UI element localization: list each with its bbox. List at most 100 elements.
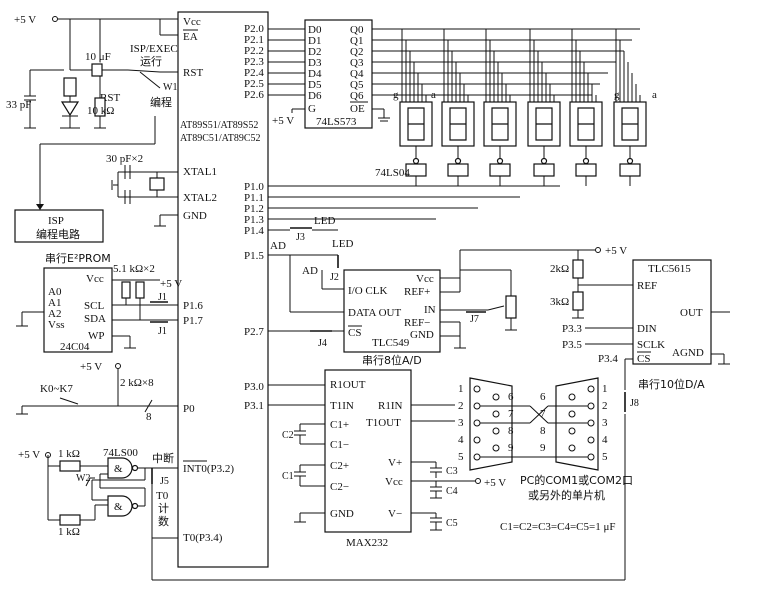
latch-q5: Q5	[350, 79, 364, 91]
int-gate-label: 74LS00	[103, 447, 138, 459]
mcu-int0: INT0(P3.2)	[183, 463, 234, 475]
int-j5: J5	[160, 476, 169, 487]
latch-d0: D0	[308, 24, 322, 36]
dac-title: 串行10位D/A	[638, 377, 705, 391]
dac-din: DIN	[637, 323, 657, 335]
rst-res-label: 10 kΩ	[87, 105, 114, 117]
max-c5-label: C5	[446, 518, 458, 529]
mcu-p30: P3.0	[244, 381, 264, 393]
int-res1: 1 kΩ	[58, 448, 80, 460]
keys-bus-width: 8	[146, 411, 152, 423]
int-supply: +5 V	[18, 449, 40, 461]
max-r1out: R1OUT	[330, 379, 366, 391]
adc-ad1: AD	[270, 240, 286, 252]
db9-note1: PC的COM1或COM2口	[520, 473, 633, 487]
dac-r3: 3kΩ	[550, 296, 569, 308]
adc-in: IN	[424, 304, 436, 316]
seven-segment-displays	[399, 29, 647, 186]
max-c1-label: C1	[282, 471, 294, 482]
run-label: 运行	[140, 55, 162, 68]
adc-data-out: DATA OUT	[348, 307, 401, 319]
max-vm: V−	[388, 508, 402, 520]
svg-text:8: 8	[540, 425, 546, 437]
cap33-label: 33 pF	[6, 99, 31, 111]
dac-sclk: SCLK	[637, 339, 665, 351]
reset-circuit: +5 V 10 μF ISP/EXEC 运行 W1 编程 RST 10 kΩ	[6, 14, 178, 129]
latch-g: G	[308, 103, 316, 115]
dac-p34: P3.4	[598, 353, 618, 365]
max-c2m: C2−	[330, 481, 349, 493]
mcu-p21: P2.1	[244, 34, 264, 46]
latch-d4: D4	[308, 68, 322, 80]
eeprom-a2: A2	[48, 308, 61, 320]
inverter-gate	[447, 163, 469, 177]
adc-vcc: Vcc	[416, 273, 434, 285]
mcu-p13: P1.3	[244, 214, 264, 226]
eeprom-a1: A1	[48, 297, 61, 309]
db9-notes: PC的COM1或COM2口 或另外的单片机 C1=C2=C3=C4=C5=1 μ…	[500, 473, 633, 533]
latch-d2: D2	[308, 46, 321, 58]
adc-j4: J4	[318, 338, 327, 349]
t0-label-a: T0	[156, 490, 169, 502]
adc-ref-minus: REF−	[404, 317, 430, 329]
eeprom-wp: WP	[88, 330, 105, 342]
mcu-p11: P1.1	[244, 192, 264, 204]
eeprom-24c04: 串行E²PROM Vcc A0 A1 A2 Vss SCL SDA WP 24C…	[16, 252, 182, 353]
main-supply-label: +5 V	[14, 14, 36, 26]
mcu-rst-label: RST	[183, 67, 203, 79]
max-supply: +5 V	[484, 477, 506, 489]
latch-oe: OE	[350, 103, 365, 115]
interrupt-circuit: +5 V 1 kΩ 1 kΩ 74LS00 & & W2 中断 J	[18, 414, 626, 581]
key-input: +5 V 2 kΩ×8 K0~K7 8	[16, 361, 178, 423]
svg-text:1: 1	[458, 383, 464, 395]
eeprom-title: 串行E²PROM	[45, 252, 111, 265]
svg-text:4: 4	[458, 434, 464, 446]
max-vp: V+	[388, 457, 402, 469]
adc-j7: J7	[470, 314, 479, 325]
adc-gnd: GND	[410, 329, 434, 341]
latch-d1: D1	[308, 35, 321, 47]
caps-note: C1=C2=C3=C4=C5=1 μF	[500, 521, 615, 533]
dac-p35: P3.5	[562, 339, 582, 351]
inverter-gate	[489, 163, 511, 177]
mcu-p24: P2.4	[244, 67, 264, 79]
inverter-label: 74LS04	[375, 167, 410, 179]
prog-label: 编程	[150, 95, 172, 109]
max-c3-label: C3	[446, 466, 458, 477]
svg-text:3: 3	[458, 417, 464, 429]
dac-tlc5615: +5 V 2kΩ 3kΩ TLC5615 REF OUT DIN SCLK CS…	[550, 245, 730, 412]
svg-text:6: 6	[508, 391, 514, 403]
db9-crossover-wires	[480, 405, 588, 458]
w1-label: W1	[163, 82, 177, 93]
isp-programming-circuit: ISP 编程电路	[14, 116, 156, 243]
latch-name: 74LS573	[316, 116, 357, 128]
adc-tlc549: AD LED LED J3 J2 AD Vcc REF+ I/O CLK IN …	[268, 215, 578, 367]
eeprom-name: 24C04	[60, 341, 90, 353]
crystal-circuit: 30 pF×2	[106, 153, 178, 227]
mcu-p17: P1.7	[183, 315, 203, 327]
mcu-p27: P2.7	[244, 326, 264, 338]
max-t1in: T1IN	[330, 400, 354, 412]
svg-text:5: 5	[602, 451, 608, 463]
int-w2: W2	[76, 473, 90, 484]
mcu-p31: P3.1	[244, 400, 264, 412]
max-c2-label: C2	[282, 430, 294, 441]
inverter-gate	[533, 163, 555, 177]
mcu-gnd-label: GND	[183, 210, 207, 222]
svg-text:5: 5	[458, 451, 464, 463]
mcu-p22: P2.2	[244, 45, 264, 57]
max-t1out: T1OUT	[366, 417, 401, 429]
mcu-ea-label: EA	[183, 31, 198, 43]
latch-d6: D6	[308, 90, 322, 102]
dac-r2: 2kΩ	[550, 263, 569, 275]
mcu-chip: Vcc EA RST AT89S51/AT89S52 AT89C51/AT89C…	[177, 11, 269, 568]
latch-g-supply: +5 V	[272, 115, 294, 127]
eeprom-res: 5.1 kΩ×2	[113, 263, 155, 275]
crystal-caps-label: 30 pF×2	[106, 153, 143, 165]
latch-d3: D3	[308, 57, 322, 69]
seven-segment-digit	[441, 29, 475, 186]
max-c4-label: C4	[446, 486, 458, 497]
adc-io-clk: I/O CLK	[348, 285, 387, 297]
max-c1m: C1−	[330, 439, 349, 451]
